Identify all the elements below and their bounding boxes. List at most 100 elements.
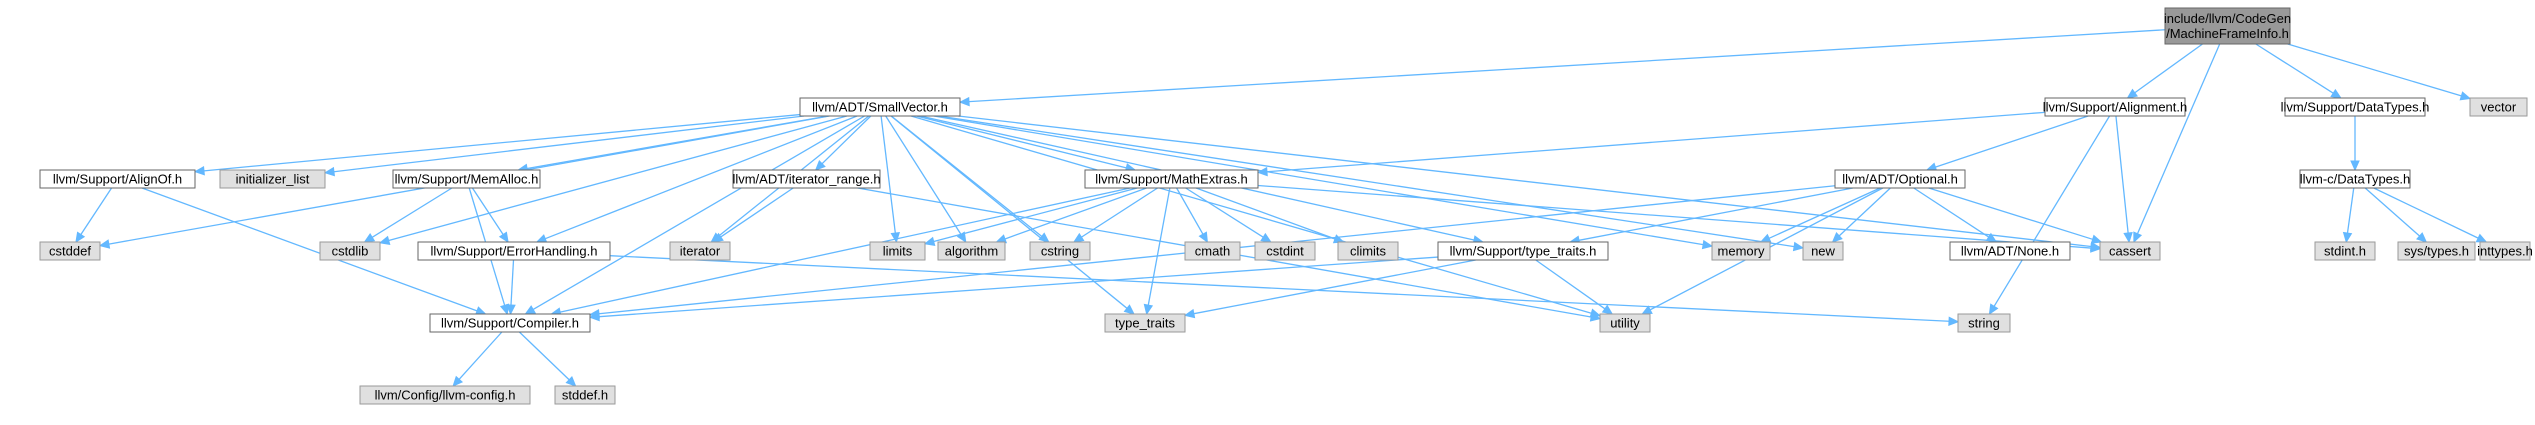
node-box (219, 169, 326, 189)
edge-errorhandling-to-string (609, 255, 1950, 322)
node-compiler[interactable]: llvm/Support/Compiler.h (429, 313, 591, 333)
arrowhead-c_datatypes-to-sys_types (2416, 232, 2428, 243)
arrowhead-errorhandling-to-string (1948, 316, 1960, 327)
node-new: new (1802, 241, 1844, 261)
node-box (2479, 241, 2531, 261)
node-label: cstring (1041, 244, 1079, 259)
node-vector: vector (2469, 97, 2528, 117)
edge-memalloc-to-cstdlib (371, 187, 453, 238)
arrowhead-root-to-datatypes (2330, 88, 2342, 99)
edge-smallvector-to-compiler (532, 115, 865, 311)
arrowhead-smallvector-to-memory (1701, 239, 1714, 250)
node-smallvector[interactable]: llvm/ADT/SmallVector.h (799, 97, 961, 117)
node-none[interactable]: llvm/ADT/None.h (1949, 241, 2071, 261)
node-label: memory (1718, 244, 1765, 259)
arrowhead-optional-to-new (1831, 232, 1843, 243)
edge-smallvector-to-memory (933, 115, 1704, 246)
edge-alignof-to-cstddef (80, 187, 113, 235)
node-label: llvm/Config/llvm-config.h (375, 388, 516, 403)
arrowhead-root-to-vector (2459, 91, 2472, 101)
node-label: inttypes.h (2477, 244, 2533, 259)
node-label: cmath (1195, 244, 1230, 259)
node-sys-types: sys/types.h (2397, 241, 2476, 261)
arrowhead-mathextras-to-cstdint (1260, 232, 1272, 243)
edge-optional-to-memory (1768, 187, 1881, 239)
node-optional[interactable]: llvm/ADT/Optional.h (1834, 169, 1966, 189)
node-initializer-list: initializer_list (219, 169, 326, 189)
node-label: llvm/ADT/Optional.h (1842, 172, 1958, 187)
edge-smallvector-to-errorhandling (545, 115, 858, 240)
arrowhead-type_traits_h-to-compiler (588, 311, 600, 322)
node-cstring: cstring (1029, 241, 1091, 261)
node-label: cassert (2109, 244, 2151, 259)
arrowhead-compiler-to-llvm_config (452, 375, 464, 387)
node-label: climits (1350, 244, 1387, 259)
node-box (1029, 241, 1091, 261)
arrowhead-smallvector-to-compiler (524, 305, 537, 315)
arrowhead-optional-to-cassert (2090, 234, 2103, 244)
node-stddef: stddef.h (554, 385, 616, 405)
node-label: vector (2481, 100, 2517, 115)
node-alignof[interactable]: llvm/Support/AlignOf.h (39, 169, 196, 189)
node-cmath: cmath (1184, 241, 1241, 261)
edge-optional-to-new (1838, 187, 1891, 237)
arrowhead-type_traits_h-to-type_traits (1183, 308, 1196, 319)
node-memalloc[interactable]: llvm/Support/MemAlloc.h (392, 169, 541, 189)
node-box (669, 241, 731, 261)
arrowhead-compiler-to-stddef (565, 375, 577, 387)
edge-alignment-to-string (1993, 115, 2111, 307)
node-root[interactable]: include/llvm/CodeGen/MachineFrameInfo.h (2164, 7, 2291, 45)
edge-c_datatypes-to-sys_types (2364, 187, 2420, 237)
arrowhead-alignment-to-string (1988, 303, 1999, 316)
edge-optional-to-cassert (1928, 187, 2093, 240)
edge-root-to-datatypes (2255, 43, 2334, 94)
node-box (1957, 313, 2011, 333)
edge-memalloc-to-errorhandling (471, 187, 504, 235)
node-mathextras[interactable]: llvm/Support/MathExtras.h (1084, 169, 1259, 189)
arrowhead-iterator_range-to-iterator (712, 232, 724, 243)
arrowhead-alignment-to-mathextras (1256, 166, 1268, 177)
arrowhead-mathextras-to-cstring (1072, 232, 1085, 243)
node-layer: include/llvm/CodeGen/MachineFrameInfo.h l… (39, 7, 2533, 405)
node-box (2164, 7, 2291, 45)
edge-alignment-to-cassert (2115, 115, 2129, 234)
edge-errorhandling-to-compiler (510, 259, 515, 306)
edge-optional-to-none (1913, 187, 1990, 238)
node-box (799, 97, 961, 117)
edge-smallvector-to-algorithm (885, 115, 962, 235)
edge-type_traits_h-to-utility (1535, 259, 1606, 310)
node-alignment[interactable]: llvm/Support/Alignment.h (2043, 97, 2188, 117)
node-box (1834, 169, 1966, 189)
edge-smallvector-to-cstdlib (388, 115, 848, 242)
arrowhead-alignof-to-cstddef (75, 231, 86, 244)
edge-mathextras-to-limits (933, 187, 1138, 243)
edge-smallvector-to-new (938, 115, 1795, 248)
node-box (554, 385, 616, 405)
node-box (937, 241, 1006, 261)
edge-optional-to-type_traits_h (1578, 187, 1853, 241)
node-cassert: cassert (2099, 241, 2161, 261)
node-label: llvm/Support/MemAlloc.h (395, 172, 539, 187)
edge-mathextras-to-compiler (559, 187, 1131, 313)
arrowhead-smallvector-to-new (1792, 241, 1805, 252)
node-iterator-range[interactable]: llvm/ADT/iterator_range.h (732, 169, 881, 189)
node-label: iterator (680, 244, 721, 259)
node-label: stdint.h (2324, 244, 2366, 259)
arrowhead-mathextras-to-cmath (1198, 231, 1208, 244)
edge-compiler-to-stddef (518, 331, 570, 381)
node-label: limits (883, 244, 913, 259)
edge-alignment-to-optional (1935, 115, 2089, 168)
node-box (2469, 97, 2528, 117)
node-cstdlib: cstdlib (319, 241, 381, 261)
node-cstddef: cstddef (39, 241, 101, 261)
edge-smallvector-to-initializer_list (333, 115, 805, 173)
arrowhead-type_traits_h-to-utility (1601, 304, 1614, 315)
node-errorhandling[interactable]: llvm/Support/ErrorHandling.h (417, 241, 611, 261)
node-c-datatypes[interactable]: llvm-c/DataTypes.h (2299, 169, 2411, 189)
node-box (2397, 241, 2476, 261)
node-label: utility (1610, 316, 1640, 331)
node-box (1437, 241, 1609, 261)
node-llvm-config: llvm/Config/llvm-config.h (359, 385, 531, 405)
node-type-traits-h[interactable]: llvm/Support/type_traits.h (1437, 241, 1609, 261)
node-datatypes[interactable]: llvm/Support/DataTypes.h (2281, 97, 2430, 117)
